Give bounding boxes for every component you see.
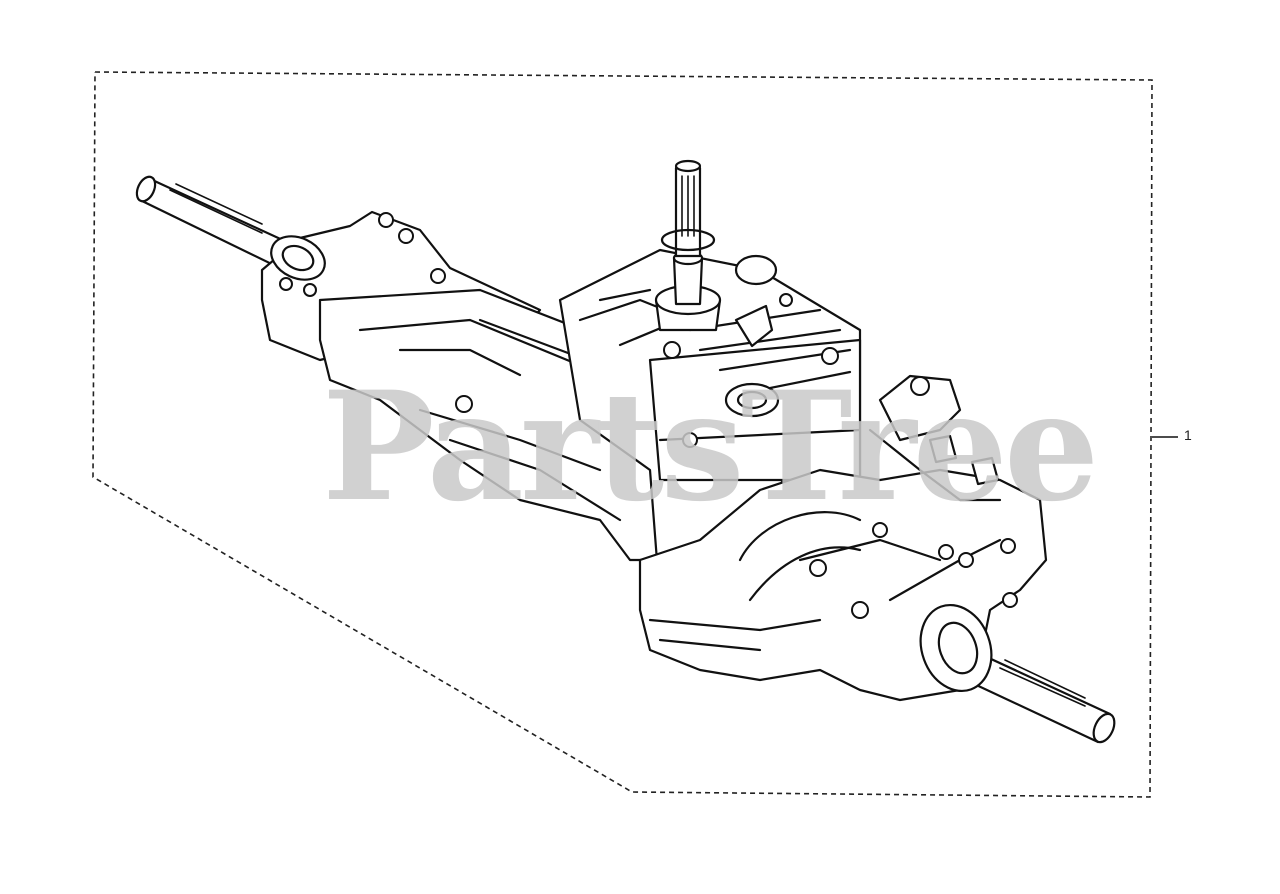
part-callout-number: 1: [1184, 427, 1192, 443]
input-shaft: [654, 159, 722, 332]
control-lever: [724, 254, 793, 418]
kit-boundary-dashed-outline: [92, 71, 1153, 798]
left-axle-shaft: [135, 175, 302, 274]
right-gear-housing: [638, 468, 1048, 702]
right-mounting-boss: [868, 374, 1002, 502]
